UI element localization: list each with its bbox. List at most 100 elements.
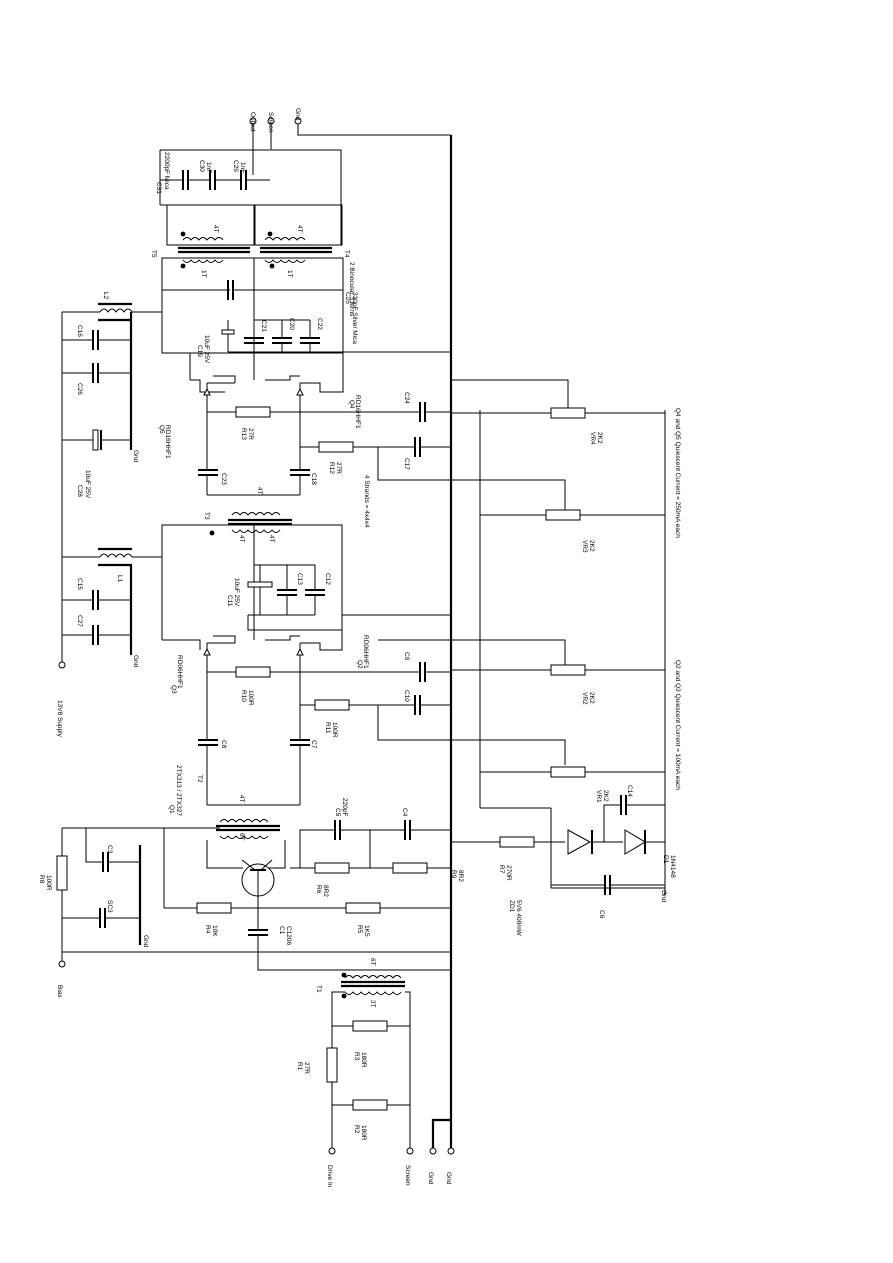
capacitors-c21-label: C21 bbox=[260, 320, 267, 332]
resistors-r12-v-label: 27R bbox=[335, 462, 342, 474]
pots-vr3-v-label: 2K2 bbox=[588, 540, 595, 552]
grounds-g4-label: Gnd bbox=[142, 935, 149, 948]
gnd-terminal-bottom-1-label: Gnd bbox=[427, 1172, 434, 1185]
resistors-r5-label: R5 bbox=[356, 925, 363, 934]
supply-terminal[interactable] bbox=[58, 661, 66, 669]
pot-vr1[interactable] bbox=[480, 766, 665, 778]
transformers-t5-a-label: 4T bbox=[212, 225, 219, 233]
capacitors-c27-label: C27 bbox=[76, 615, 83, 627]
capacitor-c15 bbox=[62, 590, 131, 610]
transistors-q5-type-label: RD16HHF1 bbox=[164, 425, 171, 459]
capacitors-c30-label: C30 bbox=[198, 160, 205, 172]
supply-decoupling-lower: C15 C27 Gnd bbox=[62, 565, 139, 668]
screen-terminal-bottom-label: Screen bbox=[404, 1165, 411, 1186]
capacitors-c22-label: C22 bbox=[316, 318, 323, 330]
transistors-q2-label: Q2 bbox=[356, 660, 363, 669]
transformer-t3: T3 4T 4T 4T 4 Strands = 4x4x4 bbox=[203, 475, 370, 543]
capacitors-c31-v-label: 2200pF Mica bbox=[163, 152, 170, 190]
capacitors-c1-v-label: C1206 bbox=[285, 926, 292, 946]
capacitor-c27 bbox=[62, 625, 131, 645]
transistors-q2-type-label: RD06HHF1 bbox=[362, 635, 369, 669]
transformers-t2-b-label: 6T bbox=[238, 833, 245, 841]
gate-network-lower: R10 100R R11 100R C9 C10 C8 C7 bbox=[198, 639, 566, 806]
capacitor-c26 bbox=[62, 363, 131, 383]
supply-decoupling-upper: C16 C26 C28 10uF 25V Gnd bbox=[62, 312, 139, 499]
capacitor-c23 bbox=[198, 469, 218, 476]
capacitors-c6-label: C6 bbox=[598, 910, 605, 919]
capacitors-c11-v-label: 10uF 25V bbox=[233, 578, 240, 607]
bias-reference: R7 270R ZD1 5V6 400mW C14 C6 D1 1N4148 G… bbox=[451, 785, 676, 937]
capacitors-c24-label: C24 bbox=[403, 392, 410, 404]
resistors-r4-label: R4 bbox=[204, 925, 211, 934]
note-q2-q3: Q2 and Q3 Quiescent Current = 100mA each bbox=[674, 660, 681, 790]
edge-terminals: 13V8 Supply Bias Drive In Screen Gnd Gnd bbox=[56, 661, 455, 1188]
resistors-r9-label: R9 bbox=[450, 870, 457, 879]
capacitors-c1-label: C1 bbox=[278, 926, 285, 935]
secondary-frame: C25 330pF Silver Mica bbox=[161, 257, 358, 380]
transistor-q1: Q1 2TX313 / 2TX327 bbox=[168, 765, 275, 920]
capacitor-c16 bbox=[62, 330, 131, 350]
transformers-t1-a-label: 6T bbox=[369, 958, 376, 966]
grounds-g3-label: Gnd bbox=[660, 890, 667, 903]
capacitor-c17 bbox=[414, 437, 451, 457]
transistors-q1-label: Q1 bbox=[168, 805, 175, 814]
ground-bus bbox=[431, 135, 453, 1148]
pots-vr2-v-label: 2K2 bbox=[588, 692, 595, 704]
resistors-r11-label: R11 bbox=[324, 722, 331, 734]
supply-terminal-label: 13V8 Supply bbox=[56, 700, 63, 738]
decoupling-upper: C19 10uF 25V C21 C20 C22 bbox=[196, 318, 451, 364]
transformers-t5-b-label: 1T bbox=[200, 270, 207, 278]
transformers-binocular-note-label: 4 Strands = 4x4x4 bbox=[363, 475, 370, 528]
pots-vr1-label: VR1 bbox=[595, 790, 602, 803]
capacitor-c24 bbox=[300, 402, 451, 422]
transformer-t1: T1 6T 3T bbox=[315, 958, 411, 1148]
capacitors-c28-label: C28 bbox=[76, 485, 83, 497]
transformer-t5: 4T 4T T5 T4 2 Binocular 3 turns 1T 1T bbox=[150, 204, 355, 317]
pot-vr4[interactable] bbox=[451, 379, 665, 419]
capacitor-c18 bbox=[290, 469, 310, 476]
capacitor-c22 bbox=[300, 337, 320, 344]
grounds-g2-label: Gnd bbox=[132, 655, 139, 668]
capacitors-c5-label: C5 bbox=[334, 808, 341, 817]
capacitors-c10-label: C10 bbox=[403, 690, 410, 702]
drive-in-terminal[interactable] bbox=[328, 1147, 336, 1155]
transformers-t1-label: T1 bbox=[315, 985, 322, 993]
resistors-r9-v-label: 8R2 bbox=[457, 870, 464, 882]
bias-terminal[interactable] bbox=[58, 960, 66, 968]
transformers-t3-label: T3 bbox=[203, 512, 210, 520]
transformer-t2: T2 4T 6T bbox=[196, 775, 286, 869]
bias-rail bbox=[61, 827, 451, 962]
transformers-t4-note-label: 2 Binocular 3 turns bbox=[348, 262, 355, 317]
diodes-d1-v-label: 1N4148 bbox=[669, 855, 676, 878]
inductors-l2-label: L2 bbox=[102, 292, 109, 300]
capacitor-c9 bbox=[300, 662, 451, 682]
transistors-q3-label: Q3 bbox=[170, 685, 177, 694]
bias-pots: VR4 2K2 VR3 2K2 VR2 2K2 VR1 2K2 Q4 and Q… bbox=[451, 379, 681, 803]
capacitors-c17-label: C17 bbox=[403, 458, 410, 470]
resistors-r12-label: R12 bbox=[328, 462, 335, 474]
resistors-r8-v-label: 100R bbox=[45, 875, 52, 891]
capacitors-c5-v-label: 220pF bbox=[341, 798, 348, 816]
pot-vr3[interactable] bbox=[480, 509, 665, 521]
gnd-terminal-bottom-2[interactable] bbox=[447, 1147, 455, 1155]
resistors-r2-label: R2 bbox=[353, 1125, 360, 1134]
transformers-t5-label: T5 bbox=[150, 250, 157, 258]
screen-terminal-bottom[interactable] bbox=[406, 1147, 414, 1155]
capacitors-c25-label: C25 bbox=[344, 292, 351, 304]
transformers-t2-label: T2 bbox=[196, 775, 203, 783]
resistors-r6-label: R6 bbox=[315, 885, 322, 894]
pots-vr1-v-label: 2K2 bbox=[602, 790, 609, 802]
transformers-t4-a-label: 4T bbox=[296, 225, 303, 233]
drive-in-terminal-label: Drive In bbox=[326, 1165, 333, 1188]
pots-vr3-label: VR3 bbox=[581, 540, 588, 553]
capacitors-c4-label: C4 bbox=[401, 808, 408, 817]
diodes-zd1-v-label: 5V6 400mW bbox=[515, 900, 522, 937]
capacitor-c7 bbox=[290, 739, 310, 746]
capacitors-c16-label: C16 bbox=[76, 325, 83, 337]
resistors-r3-v-label: 180R bbox=[360, 1052, 367, 1068]
pots-vr4-v-label: 2K2 bbox=[596, 432, 603, 444]
pot-vr2[interactable] bbox=[451, 664, 665, 676]
gnd-terminal-bottom-1[interactable] bbox=[429, 1147, 437, 1155]
gnd-terminal-bottom-2-label: Gnd bbox=[445, 1172, 452, 1185]
